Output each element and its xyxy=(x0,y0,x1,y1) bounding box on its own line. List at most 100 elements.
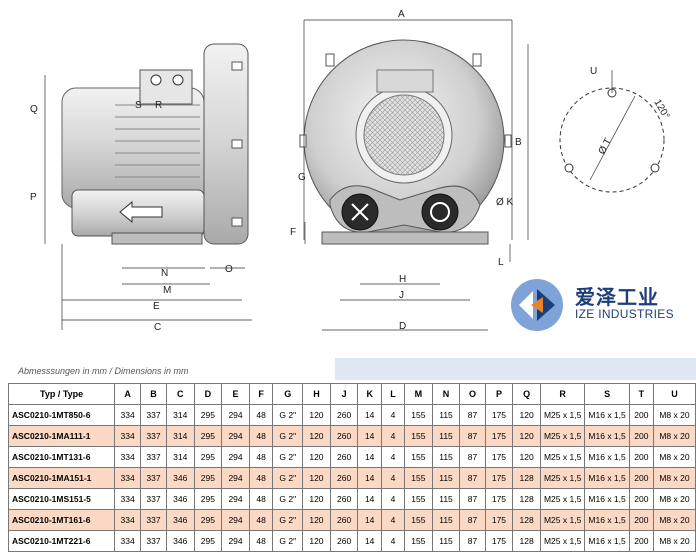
table-cell: M16 x 1,5 xyxy=(584,404,630,426)
table-cell: 14 xyxy=(357,467,382,489)
column-header: Q xyxy=(512,383,541,405)
table-cell: 87 xyxy=(459,425,486,447)
table-cell: 48 xyxy=(248,488,274,510)
table-cell: 115 xyxy=(431,530,461,552)
fan-mesh xyxy=(363,94,445,176)
table-cell: 294 xyxy=(221,446,250,468)
model-cell: ASC0210-1MA151-1 xyxy=(7,467,116,489)
column-header: F xyxy=(248,383,274,405)
table-cell: 4 xyxy=(380,425,406,447)
table-cell: 175 xyxy=(484,467,514,489)
table-cell: 115 xyxy=(431,509,461,531)
units-note: Abmesssungen in mm / Dimensions in mm xyxy=(18,366,189,376)
table-cell: 175 xyxy=(484,404,514,426)
table-cell: G 2" xyxy=(272,509,304,531)
table-cell: 260 xyxy=(329,467,359,489)
column-header: M xyxy=(404,383,433,405)
dim-label-m: M xyxy=(163,285,171,296)
model-cell: ASC0210-1MT161-6 xyxy=(7,509,116,531)
angle-label: 120° xyxy=(651,98,671,121)
table-cell: 14 xyxy=(357,425,382,447)
table-cell: 155 xyxy=(404,509,433,531)
outlet-port xyxy=(421,193,459,231)
table-cell: 87 xyxy=(459,530,486,552)
column-header: N xyxy=(431,383,461,405)
table-cell: 334 xyxy=(114,467,142,489)
table-cell: 87 xyxy=(459,404,486,426)
table-cell: G 2" xyxy=(272,488,304,510)
column-header: E xyxy=(221,383,250,405)
table-cell: 120 xyxy=(512,425,541,447)
table-cell: 120 xyxy=(512,446,541,468)
dim-label-j: J xyxy=(399,290,404,301)
table-cell: M25 x 1,5 xyxy=(539,467,586,489)
table-cell: 4 xyxy=(380,488,406,510)
table-cell: 295 xyxy=(193,425,223,447)
table-cell: 120 xyxy=(302,404,331,426)
table-cell: 115 xyxy=(431,488,461,510)
table-cell: M16 x 1,5 xyxy=(584,446,630,468)
model-cell: ASC0210-1MA111-1 xyxy=(7,425,116,447)
table-cell: M25 x 1,5 xyxy=(539,488,586,510)
table-cell: 337 xyxy=(140,446,167,468)
table-cell: 294 xyxy=(221,467,250,489)
table-cell: 337 xyxy=(140,488,167,510)
table-cell: M8 x 20 xyxy=(652,530,696,552)
table-cell: 346 xyxy=(165,509,195,531)
table-cell: 346 xyxy=(165,467,195,489)
front-view: A B D J H F G Ø K L xyxy=(290,9,529,332)
table-cell: 175 xyxy=(484,509,514,531)
brand-name-english: IZE INDUSTRIES xyxy=(575,307,674,321)
model-cell: ASC0210-1MS151-5 xyxy=(7,488,116,510)
table-cell: 200 xyxy=(628,467,654,489)
table-cell: M16 x 1,5 xyxy=(584,509,630,531)
table-cell: 155 xyxy=(404,446,433,468)
table-cell: 314 xyxy=(165,446,195,468)
table-cell: 260 xyxy=(329,404,359,426)
table-cell: G 2" xyxy=(272,425,304,447)
table-cell: 337 xyxy=(140,467,167,489)
table-cell: M16 x 1,5 xyxy=(584,425,630,447)
terminal-box xyxy=(139,69,193,105)
dim-label-g: G xyxy=(298,172,306,183)
dim-label-l: L xyxy=(498,257,504,268)
table-cell: M8 x 20 xyxy=(652,509,696,531)
column-header: T xyxy=(628,383,654,405)
table-cell: 260 xyxy=(329,446,359,468)
column-header: Typ / Type xyxy=(7,383,116,405)
table-cell: M8 x 20 xyxy=(652,467,696,489)
dim-label-k: Ø K xyxy=(496,197,514,208)
table-cell: 334 xyxy=(114,530,142,552)
table-cell: 14 xyxy=(357,404,382,426)
table-cell: 295 xyxy=(193,446,223,468)
brand-name-chinese: 爱泽工业 xyxy=(575,285,659,309)
table-cell: 14 xyxy=(357,488,382,510)
column-header: L xyxy=(380,383,406,405)
technical-drawing: C E M N O P Q S R xyxy=(30,9,671,333)
table-cell: 4 xyxy=(380,509,406,531)
table-cell: 128 xyxy=(512,488,541,510)
table-cell: 87 xyxy=(459,467,486,489)
table-cell: 175 xyxy=(484,425,514,447)
table-cell: 294 xyxy=(221,488,250,510)
table-cell: 200 xyxy=(628,446,654,468)
table-cell: 87 xyxy=(459,488,486,510)
table-cell: 115 xyxy=(431,467,461,489)
table-cell: 260 xyxy=(329,425,359,447)
brand-logo: 爱泽工业 IZE INDUSTRIES xyxy=(507,275,692,335)
table-cell: 48 xyxy=(248,467,274,489)
column-header: R xyxy=(539,383,586,405)
table-cell: 337 xyxy=(140,530,167,552)
dim-label-c: C xyxy=(154,322,161,333)
table-cell: 346 xyxy=(165,488,195,510)
table-cell: 295 xyxy=(193,467,223,489)
table-cell: 175 xyxy=(484,488,514,510)
table-cell: 120 xyxy=(302,530,331,552)
dim-label-o: O xyxy=(225,264,233,275)
